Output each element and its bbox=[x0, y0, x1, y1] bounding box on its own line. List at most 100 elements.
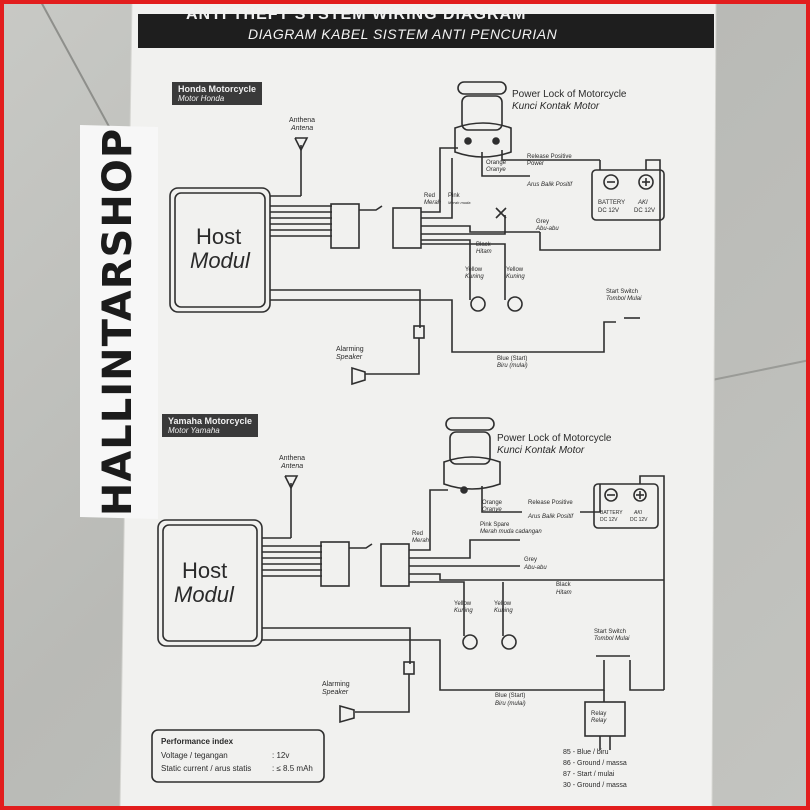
honda-antenna-label-id: Antena bbox=[291, 125, 314, 132]
tile-grout-line bbox=[711, 359, 810, 381]
yamaha-power-lock-icon bbox=[443, 456, 501, 490]
performance-box bbox=[151, 729, 325, 783]
yamaha-host-module-box bbox=[157, 519, 263, 647]
honda-release-label-id: Arus Balik Positif bbox=[527, 182, 573, 188]
honda-power-lock-label: Power Lock of Motorcycle bbox=[512, 89, 627, 100]
honda-red-label: Red bbox=[424, 193, 436, 199]
yamaha-start-label: Start Switch bbox=[594, 629, 627, 635]
honda-blue-label: Blue (Start) bbox=[497, 356, 528, 362]
honda-badge-en: Honda Motorcycle bbox=[178, 84, 257, 94]
honda-speaker-label-id: Speaker bbox=[336, 354, 363, 361]
yamaha-release-label: Release Positive bbox=[528, 500, 573, 506]
yamaha-badge-id: Motor Yamaha bbox=[168, 426, 220, 435]
relay-pin-87: 87 - Start / mulai bbox=[563, 771, 615, 778]
yamaha-pink-label-id: Merah muda cadangan bbox=[480, 529, 542, 535]
honda-black-label-id: Hitam bbox=[476, 249, 492, 255]
honda-pink-label-id: Merah muda bbox=[448, 200, 471, 205]
yamaha-host-label: Host bbox=[182, 558, 228, 583]
yamaha-relay-label-id: Relay bbox=[591, 718, 607, 724]
yamaha-blue-label: Blue (Start) bbox=[495, 693, 526, 699]
yamaha-key-icon bbox=[445, 417, 495, 431]
yamaha-antenna-label: Anthena bbox=[279, 455, 306, 462]
relay-pin-30: 30 - Ground / massa bbox=[563, 782, 627, 789]
performance-voltage-label: Voltage / tegangan bbox=[161, 751, 228, 760]
honda-power-lock-icon bbox=[454, 122, 512, 158]
performance-current-label: Static current / arus statis bbox=[161, 764, 252, 773]
honda-antenna-label: Anthena bbox=[289, 117, 316, 124]
yamaha-yellow-label-2: Yellow bbox=[494, 601, 512, 607]
honda-battery-volt: DC 12V bbox=[598, 208, 620, 214]
honda-aki-label: AKI bbox=[638, 200, 648, 206]
yamaha-antenna-label-id: Antena bbox=[281, 463, 304, 470]
yamaha-grey-label: Grey bbox=[524, 557, 538, 563]
yamaha-start-label-id: Tombol Mulai bbox=[594, 636, 630, 642]
yamaha-connector-right bbox=[380, 543, 410, 587]
honda-orange-label: Orange bbox=[486, 160, 507, 166]
yamaha-black-label: Black bbox=[556, 582, 571, 588]
honda-black-label: Black bbox=[476, 242, 491, 248]
yamaha-relay-box bbox=[584, 701, 626, 737]
main-title-cutoff: ANTI THEFT SYSTEM WIRING DIAGRAM bbox=[186, 6, 527, 23]
honda-start-label: Start Switch bbox=[606, 289, 639, 295]
yamaha-pink-label: Pink Spare bbox=[480, 522, 510, 528]
performance-voltage-value: : 12v bbox=[272, 751, 290, 760]
honda-battery-volt-2: DC 12V bbox=[634, 208, 656, 214]
yamaha-battery-label: BATTERY bbox=[600, 510, 623, 516]
yamaha-orange-label-id: Oranye bbox=[482, 507, 502, 513]
yamaha-yellow-label-2-id: Kuning bbox=[494, 608, 513, 614]
yamaha-wiring bbox=[151, 417, 665, 783]
honda-antenna-icon bbox=[294, 137, 309, 152]
honda-battery-icon bbox=[591, 169, 665, 221]
yamaha-relay-label: Relay bbox=[591, 711, 607, 717]
honda-release-label-2: Power bbox=[527, 161, 545, 167]
honda-bulb-icon bbox=[507, 296, 523, 312]
honda-blue-label-id: Biru (mulai) bbox=[497, 363, 528, 369]
yamaha-bulb-icon bbox=[462, 634, 478, 650]
honda-yellow-label-2: Yellow bbox=[506, 267, 524, 273]
yamaha-battery-volt-2: DC 12V bbox=[630, 517, 648, 523]
honda-host-label: Host bbox=[196, 224, 242, 249]
honda-battery-label: BATTERY bbox=[598, 200, 626, 206]
yamaha-orange-label: Orange bbox=[482, 500, 503, 506]
performance-title: Performance index bbox=[161, 737, 234, 746]
honda-badge: Honda Motorcycle Motor Honda bbox=[172, 82, 263, 105]
honda-yellow-label-id: Kuning bbox=[465, 274, 484, 280]
relay-pin-86: 86 - Ground / massa bbox=[563, 760, 627, 767]
honda-wiring bbox=[169, 81, 665, 386]
honda-cut-icon bbox=[495, 207, 507, 219]
yamaha-speaker-label: Alarming bbox=[322, 681, 350, 688]
yamaha-red-label: Red bbox=[412, 531, 424, 537]
yamaha-badge: Yamaha Motorcycle Motor Yamaha bbox=[162, 414, 259, 437]
yamaha-power-lock-label: Power Lock of Motorcycle bbox=[497, 433, 612, 444]
title-band: ANTI THEFT SYSTEM WIRING DIAGRAM DIAGRAM… bbox=[138, 6, 714, 48]
honda-host-module-box bbox=[169, 187, 271, 313]
yamaha-black-label-id: Hitam bbox=[556, 590, 572, 596]
yamaha-bulb-icon bbox=[501, 634, 517, 650]
honda-modul-label: Modul bbox=[190, 248, 250, 273]
yamaha-yellow-label: Yellow bbox=[454, 601, 472, 607]
honda-orange-label-id: Oranye bbox=[486, 167, 506, 173]
honda-connector-right bbox=[392, 207, 422, 249]
honda-release-label: Release Positive bbox=[527, 154, 572, 160]
honda-yellow-label: Yellow bbox=[465, 267, 483, 273]
yamaha-blue-label-id: Biru (mulai) bbox=[495, 701, 526, 707]
yamaha-yellow-label-id: Kuning bbox=[454, 608, 473, 614]
yamaha-aki-label: AKI bbox=[634, 510, 643, 516]
honda-grey-label: Grey bbox=[536, 219, 550, 225]
yamaha-badge-en: Yamaha Motorcycle bbox=[168, 416, 253, 426]
honda-badge-id: Motor Honda bbox=[178, 94, 225, 103]
yamaha-grey-label-id: Abu-abu bbox=[524, 565, 547, 571]
honda-yellow-label-2-id: Kuning bbox=[506, 274, 525, 280]
honda-speaker-label: Alarming bbox=[336, 346, 364, 353]
honda-red-label-id: Merah bbox=[424, 200, 442, 206]
yamaha-speaker-label-id: Speaker bbox=[322, 689, 349, 696]
honda-speaker-icon bbox=[351, 366, 366, 386]
honda-start-label-id: Tombol Mulai bbox=[606, 296, 642, 302]
paper bbox=[120, 0, 716, 810]
honda-connector-left bbox=[330, 203, 360, 249]
performance-current-value: : ≤ 8.5 mAh bbox=[272, 764, 313, 773]
honda-pink-label: Pink bbox=[448, 193, 460, 199]
honda-key-icon bbox=[457, 81, 507, 95]
yamaha-connector-left bbox=[320, 541, 350, 587]
